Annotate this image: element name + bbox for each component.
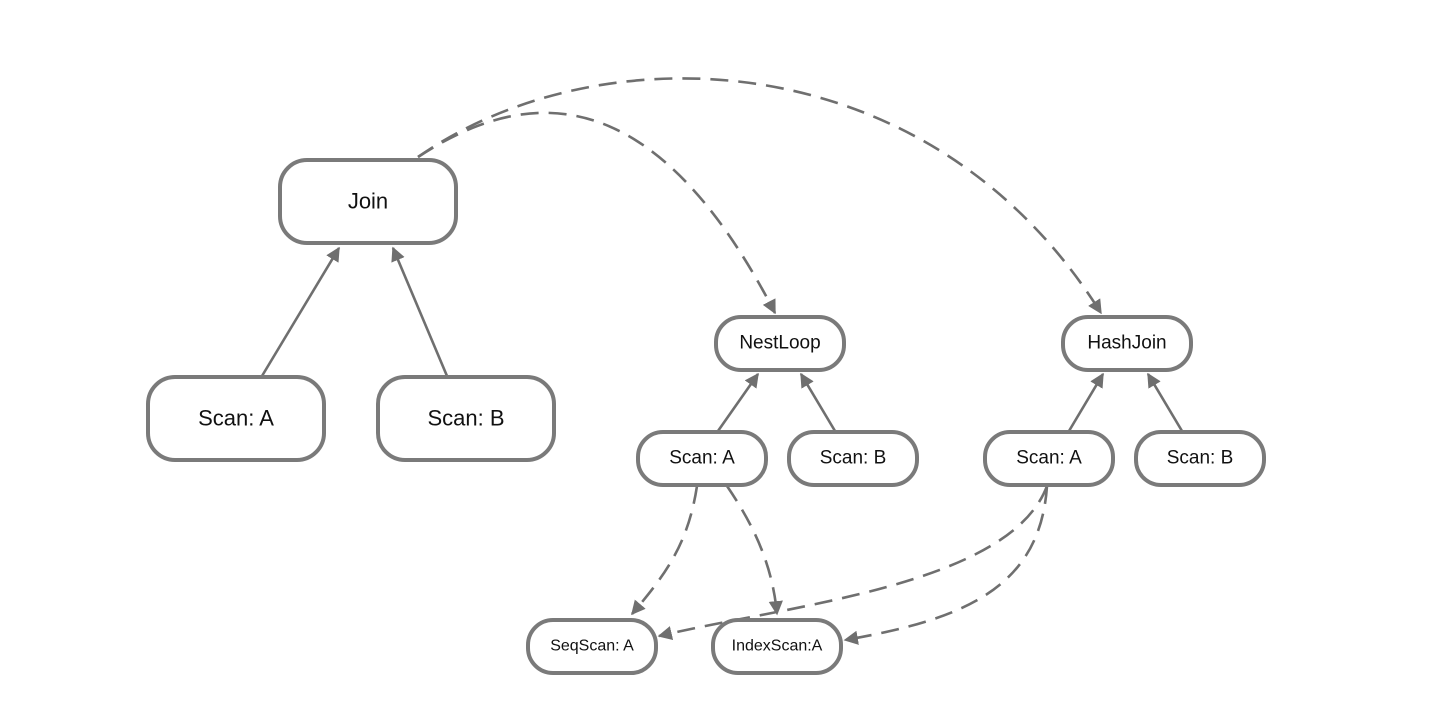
node-label: Join xyxy=(348,189,388,214)
edge-scan-a-to-hashjoin xyxy=(1067,372,1105,432)
node-join: Join xyxy=(278,158,458,245)
node-scan-a-1: Scan: A xyxy=(146,375,326,462)
edge-scan-a-to-seqscan xyxy=(631,485,699,616)
edge-join-to-nestloop xyxy=(417,111,777,315)
node-label: Scan: B xyxy=(1167,448,1234,469)
node-label: SeqScan: A xyxy=(550,638,634,655)
node-label: Scan: A xyxy=(198,406,274,431)
node-hashjoin: HashJoin xyxy=(1061,315,1193,372)
node-seqscan-a: SeqScan: A xyxy=(526,618,658,675)
edges-layer xyxy=(260,77,1184,645)
edge-hash-scan-a-to-indexscan xyxy=(843,485,1049,645)
node-scan-b-2: Scan: B xyxy=(787,430,919,487)
node-label: HashJoin xyxy=(1087,333,1166,354)
edge-scan-a-to-indexscan xyxy=(725,485,783,616)
node-indexscan-a: IndexScan:A xyxy=(711,618,843,675)
edge-scan-a-to-join xyxy=(260,246,341,377)
edge-scan-b-to-nestloop xyxy=(799,372,837,432)
node-label: Scan: B xyxy=(427,406,504,431)
node-scan-a-2: Scan: A xyxy=(636,430,768,487)
node-scan-a-3: Scan: A xyxy=(983,430,1115,487)
node-nestloop: NestLoop xyxy=(714,315,846,372)
edge-join-to-hashjoin xyxy=(417,77,1103,315)
node-label: Scan: A xyxy=(1016,448,1082,469)
node-label: IndexScan:A xyxy=(732,638,823,655)
node-label: Scan: B xyxy=(820,448,887,469)
node-label: NestLoop xyxy=(739,333,820,354)
node-label: Scan: A xyxy=(669,448,735,469)
node-scan-b-3: Scan: B xyxy=(1134,430,1266,487)
edge-hash-scan-a-to-seqscan xyxy=(657,485,1049,640)
node-scan-b-1: Scan: B xyxy=(376,375,556,462)
edge-scan-b-to-hashjoin xyxy=(1146,372,1184,432)
edge-scan-a-to-nestloop xyxy=(716,372,760,432)
edge-scan-b-to-join xyxy=(391,246,449,377)
